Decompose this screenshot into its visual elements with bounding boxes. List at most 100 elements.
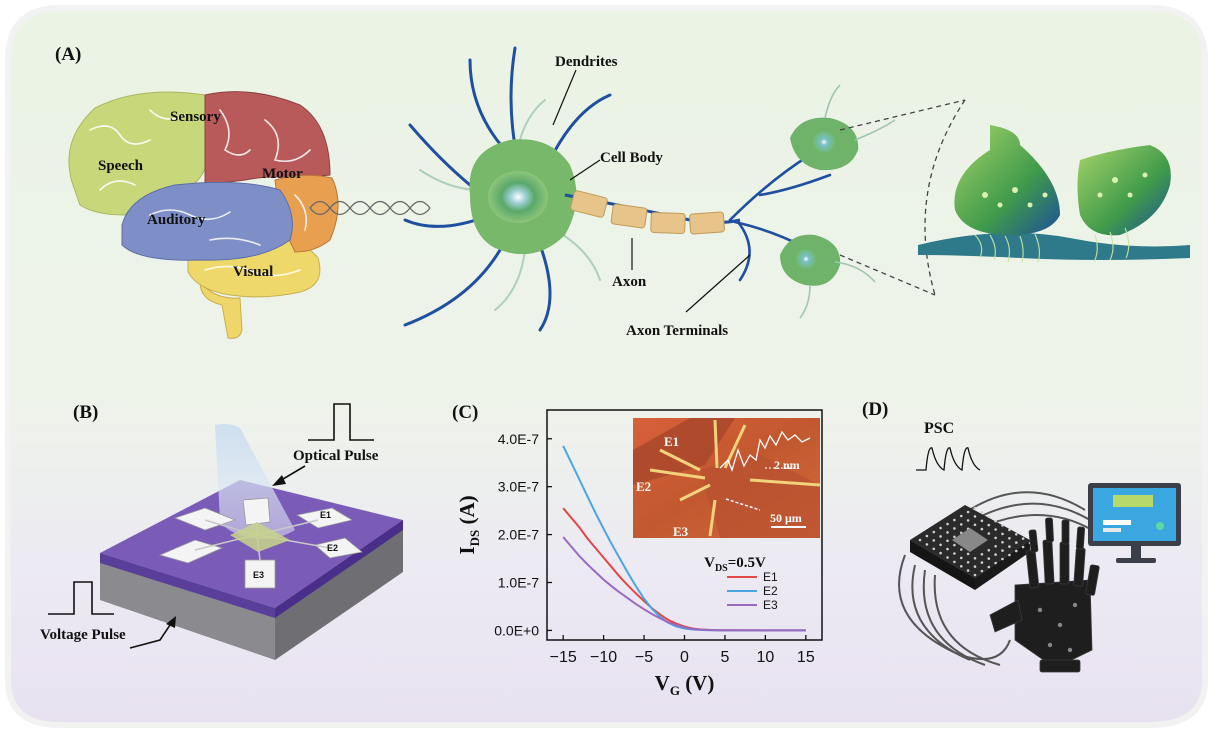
chip-pin [966,519,970,522]
chip-pin [946,547,949,551]
legend-label-e3: E3 [763,598,778,612]
label-visual: Visual [233,264,273,280]
device-e3-label: E3 [253,570,264,580]
label-speech: Speech [98,158,144,174]
chip-pin [973,523,977,527]
chip-pin [973,557,977,560]
y-tick-label: 2.0E-7 [498,527,539,543]
inset-electrode-line [713,419,719,469]
x-tick-label: −15 [550,649,577,666]
label-motor: Motor [262,166,303,182]
chip-pin [946,522,949,526]
chip-pin [953,518,956,522]
chip-pin [994,553,997,556]
chip-pin [987,523,991,527]
zoom-lines [839,99,966,296]
x-tick-label: 10 [756,649,774,666]
chip-pin [953,552,956,555]
chip-pin [994,545,997,548]
chip-pin [994,561,997,565]
electrodes [158,497,363,589]
y-tick-label: 3.0E-7 [498,479,539,495]
label-sensory: Sensory [170,109,221,125]
legend-label-e2: E2 [763,584,778,598]
chip-pin [932,530,936,534]
psc-pulses-icon [916,447,981,472]
chip-pin [966,552,970,556]
brain [68,91,339,339]
inset-label-e3: E3 [673,524,689,539]
robotic-hand [989,517,1100,673]
chip-pin [987,549,991,552]
neuron [403,46,896,332]
chip-pin [994,528,997,531]
chip-pin [980,553,984,556]
chip-pin [932,547,936,551]
chip-pin [946,556,949,559]
inset-label-e2: E2 [636,479,651,494]
label-auditory: Auditory [147,212,206,228]
chip-pin [1015,533,1018,536]
y-axis-label: IDS (A) [455,495,482,554]
x-tick-label: 15 [797,649,815,666]
chip-pin [987,515,991,519]
chip-pin [1015,541,1018,544]
chip-pin [987,557,991,560]
y-tick-label: 1.0E-7 [498,575,539,591]
chip-pin [960,523,963,526]
chip-pin [925,543,929,546]
x-tick-label: −10 [590,649,617,666]
inset-flake [633,418,735,485]
chip-pin [987,532,991,535]
inset-electrode-line [749,478,821,487]
helix-connector [309,200,431,216]
chip-pin [939,551,942,555]
panel-b-label: (B) [73,402,98,423]
chip-pin [1001,549,1004,552]
x-tick-label: −5 [635,649,653,666]
chip-pin [939,535,942,538]
x-axis-label: VG (V) [655,671,715,698]
chip-pin [994,536,997,540]
light-beam [215,424,295,539]
chip-pin [1001,541,1004,544]
chip-pin [980,527,984,531]
chip-pin [973,565,977,568]
monitor [1088,483,1181,563]
panel-c-label: (C) [452,402,478,423]
optical-pulse-label: Optical Pulse [293,448,379,464]
inset-height-profile [719,430,811,472]
chip-pin [925,534,929,538]
inset-electrode-line [679,483,711,502]
inset-height-label: 2 nm [774,458,800,472]
brain-region-sensory [204,91,331,186]
inset-electrode-line [659,448,701,472]
chip-pin [953,535,956,539]
chip-pin [973,506,977,510]
label-cell-body: Cell Body [600,150,663,166]
inset-label-e1: E1 [664,434,679,449]
legend-label-e1: E1 [763,570,778,584]
chip-pin [966,569,970,572]
chip-pin [987,565,991,569]
chip-pin [1008,545,1011,548]
optical-pulse-icon [308,403,374,441]
inset-flake-2 [700,455,820,538]
chip-pin [966,561,970,564]
device-e1-label: E1 [320,510,331,520]
chip-pin [980,519,984,523]
panel-d-label: (D) [862,399,888,420]
chip-pin [960,548,963,551]
chip-pin [966,510,970,514]
x-tick-label: 5 [720,649,729,666]
chip-pin [1001,557,1004,561]
chip-pin [1021,545,1025,549]
neuromorphic-chip [910,505,1032,590]
chip-pin [973,515,977,518]
channel-flake [230,522,290,552]
chip-pin [1008,553,1011,557]
chip-pin [1008,537,1011,540]
chip-pin [1021,537,1025,540]
